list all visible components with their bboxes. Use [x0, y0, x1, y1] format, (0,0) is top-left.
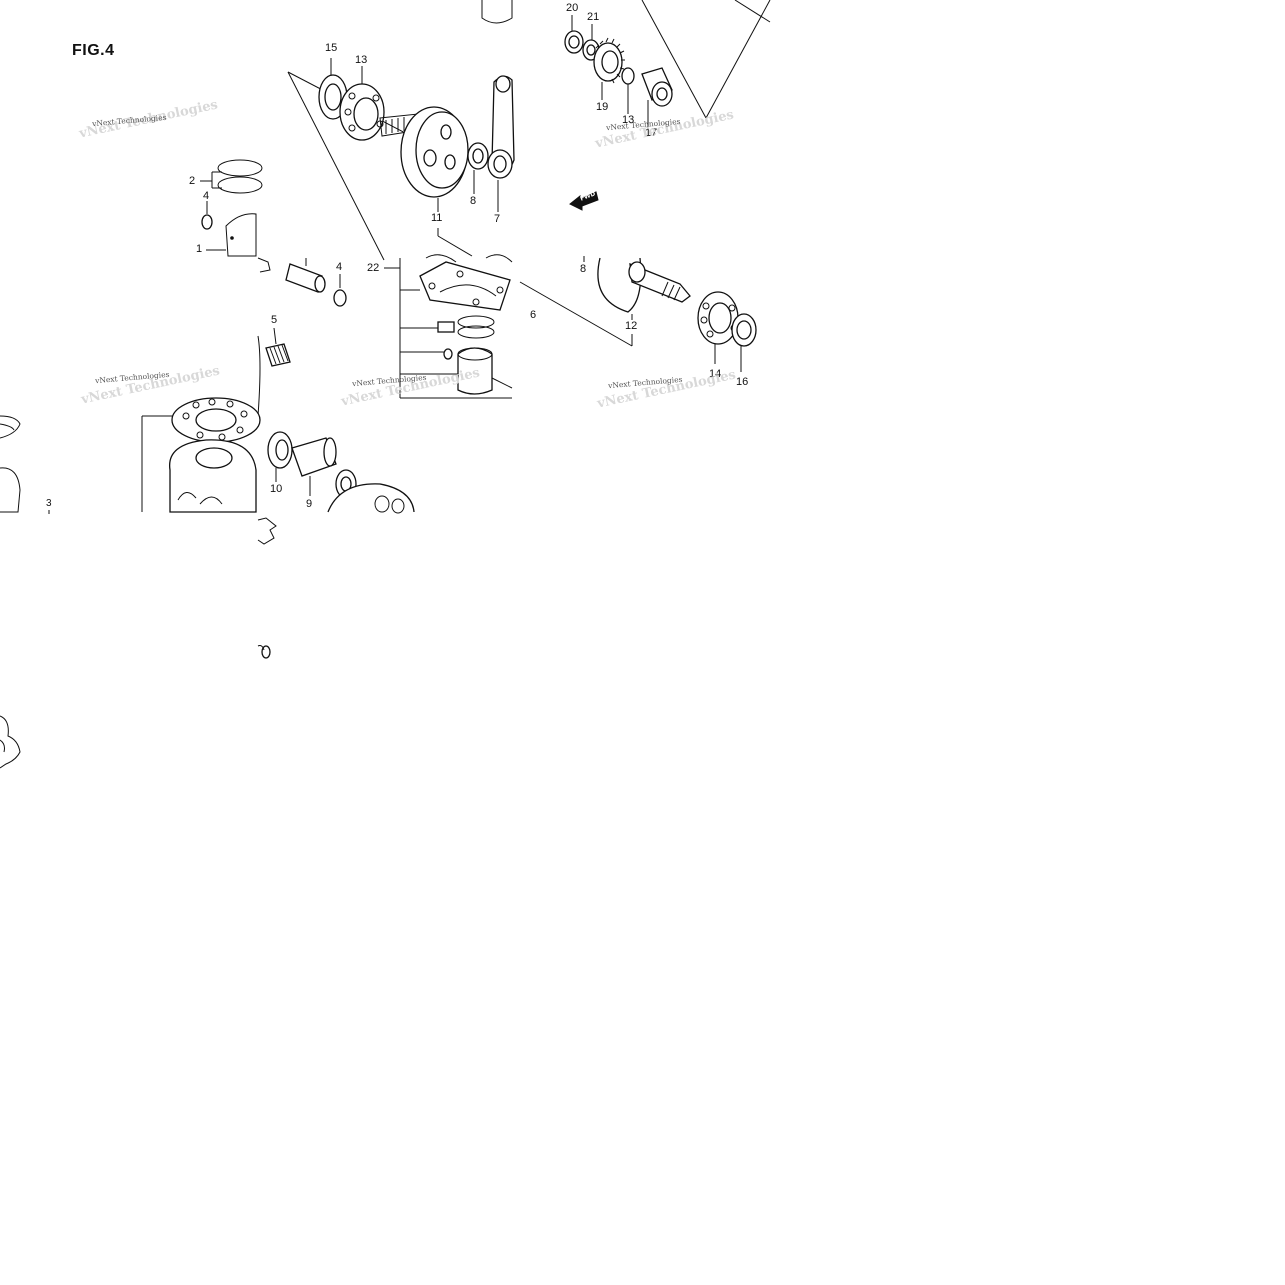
oil-seal-20 [564, 15, 584, 54]
callout-13-balancer: 13 [622, 114, 635, 126]
callout-4-pin: 4 [336, 261, 343, 273]
crank-web-11 [379, 106, 469, 212]
gear-19 [593, 37, 625, 100]
callout-8-right: 8 [580, 263, 587, 275]
callout-14: 14 [709, 368, 722, 380]
callout-8: 8 [470, 195, 477, 207]
circlip-4a [201, 201, 213, 230]
piston-rings-2 [200, 159, 263, 194]
piston-pin [285, 258, 326, 293]
crank-fragment [327, 483, 415, 514]
inset-frame [384, 258, 512, 399]
callout-22: 22 [367, 262, 380, 274]
callout-6: 6 [530, 309, 537, 321]
callout-4: 4 [203, 190, 210, 202]
spacer-17 [641, 67, 673, 128]
oil-seal-16 [731, 313, 757, 372]
needle-bearing-10 [267, 431, 293, 482]
bearing-13 [339, 66, 385, 141]
figure-title: FIG.4 [72, 42, 115, 59]
fwd-arrow-icon [569, 191, 599, 211]
callout-16: 16 [736, 376, 749, 388]
left-bottom-fragment [0, 715, 21, 769]
callout-15: 15 [325, 42, 338, 54]
bracket-fragment [257, 257, 271, 273]
callout-19: 19 [596, 101, 609, 113]
piston-rings-inset [437, 315, 495, 339]
washer-8 [467, 142, 489, 194]
callout-12: 12 [625, 320, 638, 332]
left-piston-fragment [0, 415, 21, 513]
crank-web-12 [597, 257, 691, 320]
callout-10: 10 [270, 483, 283, 495]
lower-fragment-small [257, 517, 277, 659]
o-ring-13b [621, 67, 635, 114]
callout-9: 9 [306, 498, 313, 510]
callout-17: 17 [645, 127, 658, 139]
callout-13: 13 [355, 54, 368, 66]
cylinder-body [169, 439, 257, 513]
crank-pin-9 [291, 437, 337, 496]
piston-inset [457, 347, 513, 395]
callout-21: 21 [587, 11, 600, 23]
cylinder-fragment-top [481, 0, 513, 24]
callout-7: 7 [494, 213, 501, 225]
circlip-4b [333, 274, 347, 307]
callout-1: 1 [196, 243, 203, 255]
callout-5: 5 [271, 314, 278, 326]
needle-bearing-5 [257, 327, 291, 417]
crankshaft-frame-lines [287, 0, 771, 347]
piston-1 [206, 213, 257, 257]
bearing-14 [697, 291, 739, 364]
callout-3: 3 [46, 498, 52, 509]
circlip-inset [443, 348, 453, 360]
callout-11: 11 [431, 212, 443, 224]
callout-2: 2 [189, 175, 196, 187]
connecting-rod-7 [487, 75, 515, 212]
base-gasket [419, 254, 513, 311]
callout-20: 20 [566, 2, 579, 14]
